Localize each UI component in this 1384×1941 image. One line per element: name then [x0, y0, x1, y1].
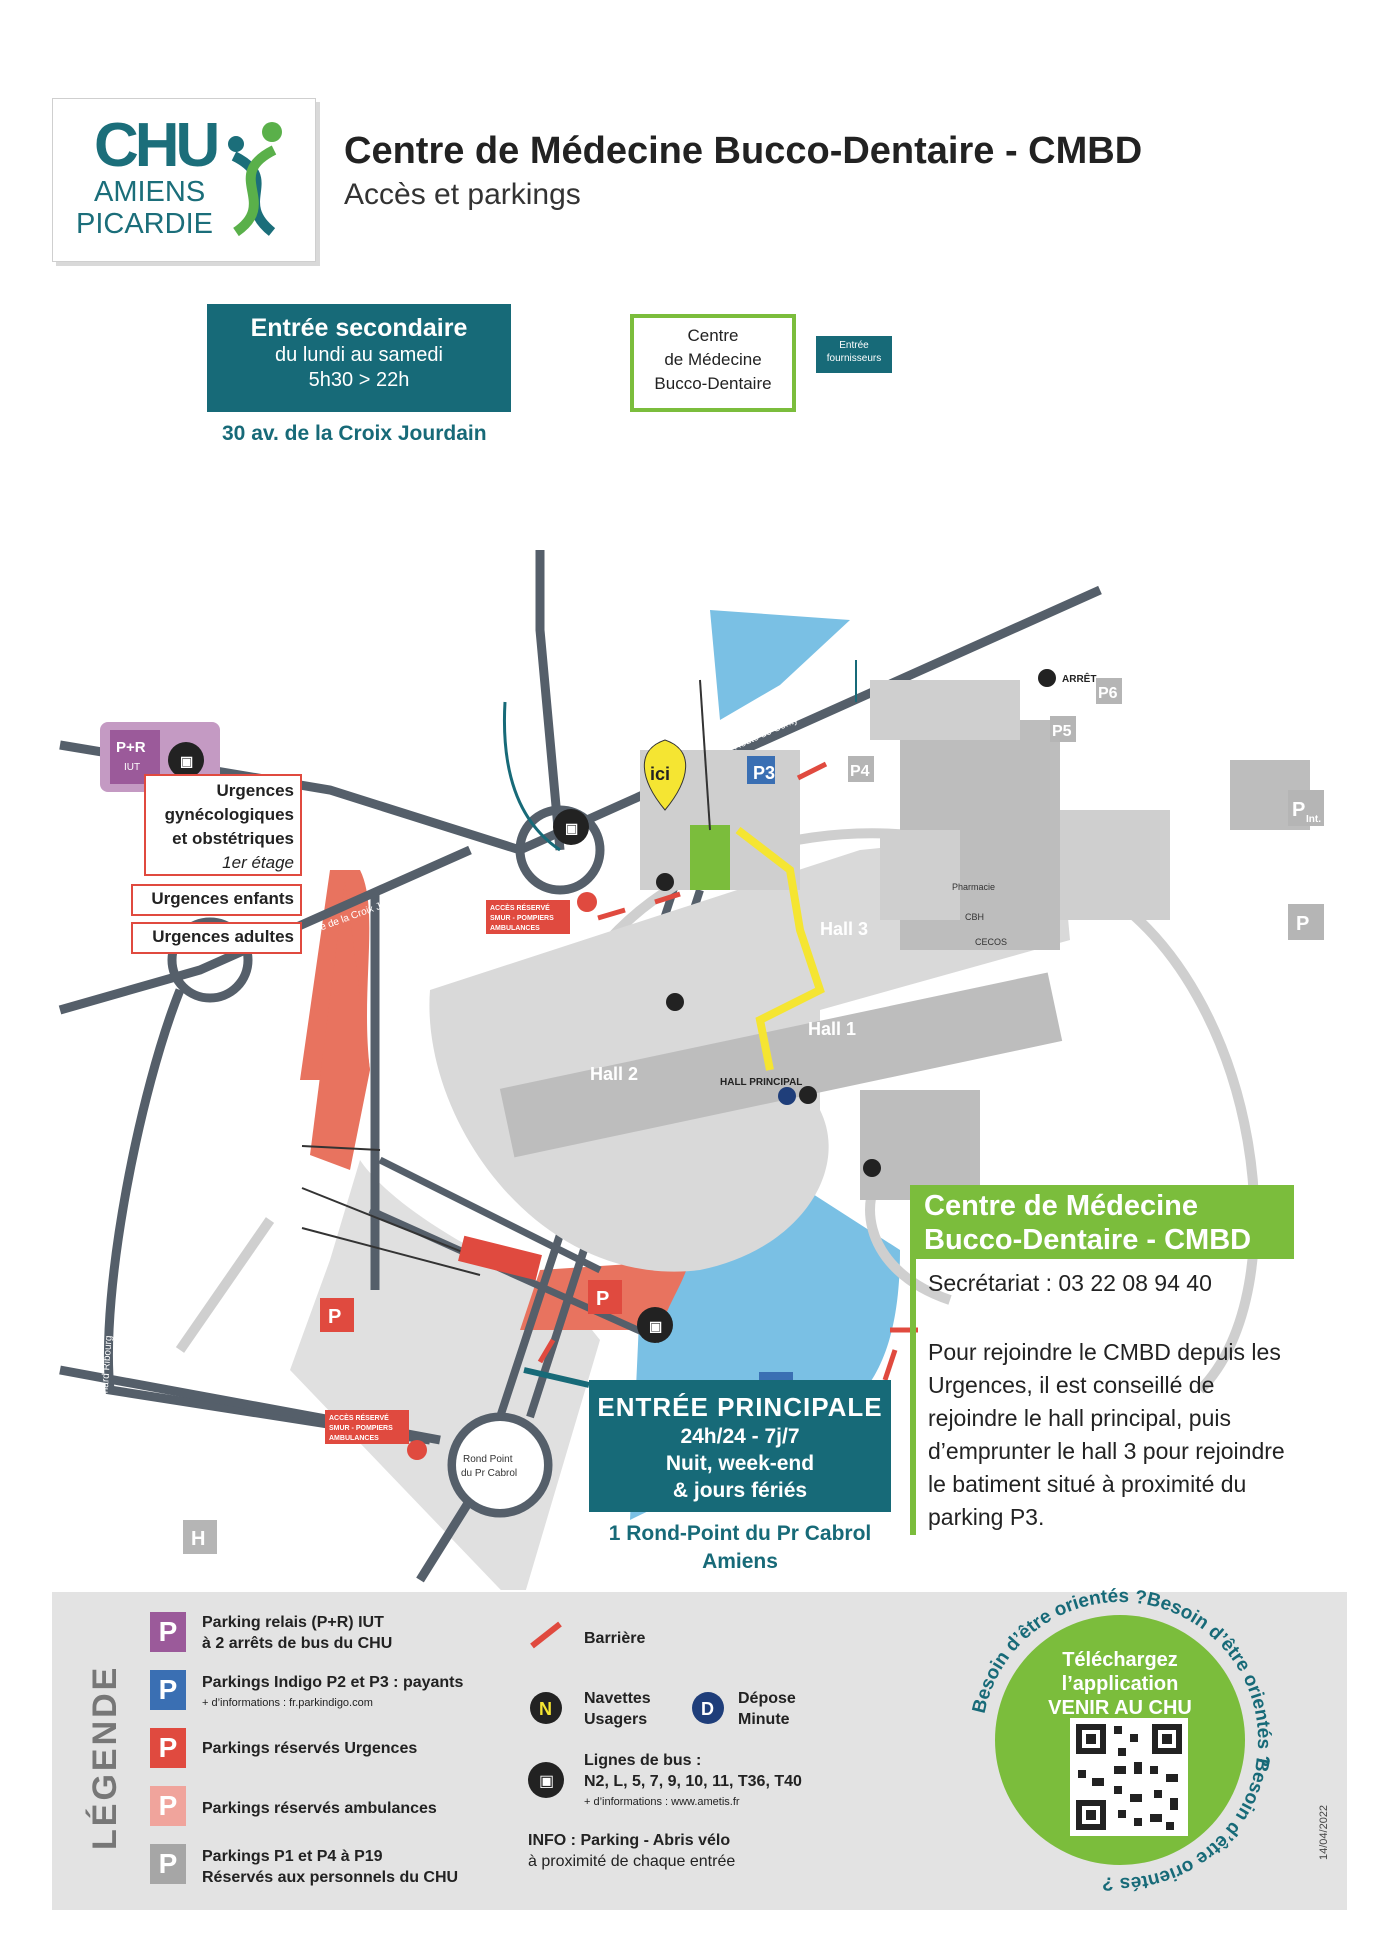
app-download-text: Téléchargez l’application VENIR AU CHU	[1048, 1649, 1192, 1719]
secondary-entrance-address: 30 av. de la Croix Jourdain	[222, 422, 487, 445]
svg-text:ACCÈS RÉSERVÉ: ACCÈS RÉSERVÉ	[329, 1413, 389, 1422]
label-hall-principal: HALL PRINCIPAL	[720, 1077, 802, 1088]
secondary-entrance-title: Entrée secondaire	[250, 314, 468, 342]
supplier-entrance-label: Entrée fournisseurs	[816, 336, 892, 373]
svg-text:H: H	[191, 1528, 205, 1550]
svg-text:P: P	[596, 1288, 609, 1310]
svg-text:AMBULANCES: AMBULANCES	[490, 925, 540, 932]
secondary-entrance-box: Entrée secondaire du lundi au samedi 5h3…	[207, 304, 511, 412]
svg-text:▣: ▣	[565, 820, 578, 836]
parking-urgences-left	[310, 880, 370, 1170]
svg-text:Int.: Int.	[1306, 814, 1321, 825]
svg-text:▣: ▣	[180, 753, 193, 769]
page-title: Centre de Médecine Bucco-Dentaire - CMBD	[344, 130, 1143, 172]
info-secretariat: Secrétariat : 03 22 08 94 40	[928, 1270, 1212, 1296]
legend-symbols: N D ▣	[528, 1621, 724, 1798]
ici-marker: ici	[650, 764, 670, 784]
label-hall3: Hall 3	[820, 919, 868, 939]
qr-code[interactable]	[1070, 1718, 1188, 1836]
svg-text:P5: P5	[1052, 723, 1072, 740]
main-entrance-address: 1 Rond-Point du Pr Cabrol Amiens	[608, 1522, 872, 1573]
legend-bus: Lignes de bus :N2, L, 5, 7, 9, 10, 11, T…	[584, 1752, 802, 1808]
svg-text:P4: P4	[850, 763, 870, 780]
legend-item-ambulances: Parkings réservés ambulances	[202, 1800, 437, 1817]
svg-text:▣: ▣	[649, 1318, 662, 1334]
svg-text:ACCÈS RÉSERVÉ: ACCÈS RÉSERVÉ	[490, 903, 550, 912]
svg-text:SMUR - POMPIERS: SMUR - POMPIERS	[329, 1425, 393, 1432]
svg-text:CBH: CBH	[965, 912, 984, 922]
secondary-entrance-days: du lundi au samedi	[275, 344, 443, 366]
main-entrance-box: ENTRÉE PRINCIPALE 24h/24 - 7j/7 Nuit, we…	[589, 1380, 891, 1512]
site-map: Hall 3 Hall 1 Hall 2 HALL PRINCIPAL Phar…	[58, 550, 1324, 1590]
logo-picardie: PICARDIE	[76, 208, 213, 240]
logo-amiens: AMIENS	[94, 176, 206, 208]
cmbd-map-label: Centre de Médecine Bucco-Dentaire	[630, 314, 796, 412]
svg-text:Pharmacie: Pharmacie	[952, 882, 995, 892]
info-border	[910, 1259, 916, 1535]
legend-item-indigo: Parkings Indigo P2 et P3 : payants+ d’in…	[202, 1674, 464, 1709]
svg-text:P: P	[1292, 799, 1305, 821]
svg-text:P+R: P+R	[116, 739, 146, 756]
urgences-adultes-label: Urgences adultes	[131, 922, 302, 954]
dna-logo-icon	[228, 122, 282, 237]
svg-text:IUT: IUT	[124, 762, 140, 773]
route-hall3	[735, 826, 825, 1071]
svg-text:P: P	[328, 1306, 341, 1328]
svg-text:D: D	[701, 1699, 714, 1719]
svg-text:Rond Point: Rond Point	[463, 1454, 513, 1465]
svg-text:ARRÊT: ARRÊT	[1062, 672, 1096, 685]
label-hall1: Hall 1	[808, 1019, 856, 1039]
secondary-entrance-hours: 5h30 > 22h	[308, 369, 410, 391]
svg-text:▣: ▣	[539, 1773, 554, 1790]
date: 14/04/2022	[1318, 1804, 1330, 1860]
urgences-gynecologiques-label: Urgences gynécologiques et obstétriques …	[144, 774, 302, 876]
page-subtitle: Accès et parkings	[344, 178, 581, 211]
label-hall2: Hall 2	[590, 1064, 638, 1084]
legend-item-urgences: Parkings réservés Urgences	[202, 1740, 418, 1757]
info-text: Pour rejoindre le CMBD depuis les Urgenc…	[928, 1339, 1285, 1530]
svg-text:P6: P6	[1098, 685, 1118, 702]
info-title: Centre de Médecine Bucco-Dentaire - CMBD	[910, 1185, 1294, 1259]
svg-text:N: N	[539, 1699, 552, 1719]
urgences-enfants-label: Urgences enfants	[131, 884, 302, 916]
svg-text:LÉGENDE: LÉGENDE	[86, 1665, 124, 1850]
svg-text:AMBULANCES: AMBULANCES	[329, 1435, 379, 1442]
logo-chu: CHU	[94, 111, 220, 180]
svg-text:CECOS: CECOS	[975, 937, 1007, 947]
cmbd-building	[690, 825, 730, 890]
svg-text:SMUR - POMPIERS: SMUR - POMPIERS	[490, 915, 554, 922]
legend-barriere: Barrière	[584, 1630, 646, 1647]
parking-tag-p3: P3	[753, 763, 775, 783]
svg-text:P: P	[1296, 913, 1309, 935]
legend-title: LÉGENDE	[86, 1665, 124, 1850]
svg-text:du Pr Cabrol: du Pr Cabrol	[461, 1468, 517, 1479]
